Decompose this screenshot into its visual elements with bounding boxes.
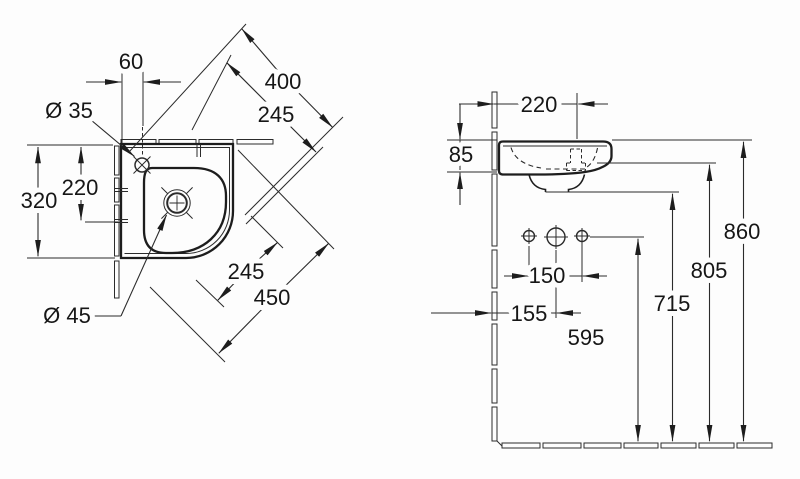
dim-805: 805 [686,164,732,442]
wall-segments [491,91,503,447]
bowl-outline [142,166,228,255]
basin-rim-inner-line [124,147,230,254]
dim-400: 400 [241,28,333,128]
dim-label-400: 400 [265,69,302,94]
dim-label-220-side: 220 [521,92,558,117]
dim-label-245-upper: 245 [258,102,295,127]
dim-85: 85 [444,104,478,205]
leader-drain-dia: Ø 45 [38,214,168,333]
wall-left-segments [114,145,120,299]
dim-label-85: 85 [449,142,473,167]
dim-label-245-lower: 245 [228,259,265,284]
fixing-holes [521,225,590,249]
side-view: 220 85 150 [431,87,773,449]
dim-label-150: 150 [529,263,566,288]
dim-155: 155 [431,296,581,331]
dim-595: 595 [563,238,641,442]
diagonal-extension-lines [128,23,344,363]
dim-220-side: 220 [459,87,608,122]
label-faucet-dia: Ø 35 [45,98,93,123]
tap-hidden-lines [566,148,586,171]
dim-150: 150 [504,244,607,318]
mounting-ticks [114,144,201,223]
dim-label-595: 595 [568,325,605,350]
dim-60: 60 [86,44,181,143]
dim-245-lower: 245 [217,241,279,301]
dim-label-715: 715 [654,291,691,316]
dim-label-805: 805 [691,258,728,283]
drain-hole [161,187,193,219]
faucet-hole [133,127,151,174]
dim-label-860: 860 [724,219,761,244]
dim-label-155: 155 [511,301,548,326]
dim-220-plan: 220 [57,146,118,223]
dim-860: 860 [719,141,765,442]
floor-segments [501,442,773,449]
label-drain-dia: Ø 45 [43,303,91,328]
reference-lines [447,93,752,238]
dim-label-220-plan: 220 [62,175,99,200]
dim-label-320: 320 [21,188,58,213]
dim-label-60: 60 [119,49,143,74]
dim-450: 450 [218,242,330,354]
dim-320: 320 [16,144,115,259]
dim-245-upper: 245 [226,62,317,153]
leader-faucet-dia: Ø 35 [40,93,135,157]
dim-715: 715 [649,193,695,442]
waste-outlet [528,174,586,192]
dim-label-450: 450 [254,285,291,310]
basin-outline-side [497,140,613,176]
top-view: 60 320 220 Ø 35 Ø 45 [16,23,344,363]
